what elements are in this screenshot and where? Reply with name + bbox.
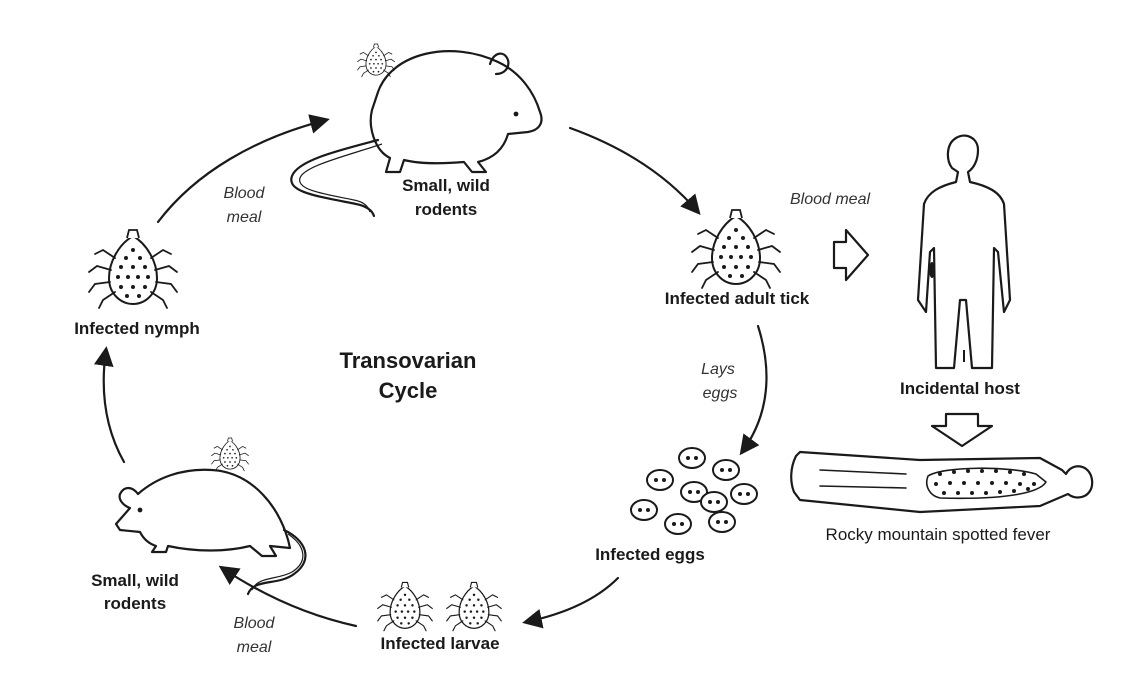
arrow-larvae-to-rodent — [218, 565, 358, 628]
arrow-rodent-to-adult-tick — [568, 126, 701, 216]
blood-meal-label-right: Blood meal — [790, 191, 870, 208]
center-title-line1: Transovarian — [340, 348, 477, 373]
disease-label: Rocky mountain spotted fever — [826, 525, 1051, 544]
hollow-arrow-down — [930, 412, 994, 448]
egg-icon — [730, 483, 758, 505]
center-title-line2: Cycle — [379, 378, 438, 403]
adult-tick-icon — [691, 209, 781, 289]
egg-icon — [712, 459, 740, 481]
egg-icon — [664, 513, 692, 535]
nymph-label: Infected nymph — [74, 319, 200, 338]
human-lying-icon — [790, 450, 1094, 514]
blood-meal-label-top-line2: meal — [227, 209, 262, 226]
rodent-bottom-icon — [114, 468, 307, 596]
egg-icon — [630, 499, 658, 521]
tick-on-bottom-rodent-icon — [211, 437, 249, 472]
blood-meal-label-top-line1: Blood — [224, 185, 266, 202]
rodents-bottom-label-line1: Small, wild — [91, 571, 179, 590]
hollow-arrow-right — [832, 228, 870, 282]
blood-meal-label-bottom-line1: Blood — [234, 615, 276, 632]
egg-icon — [708, 511, 736, 533]
eggs-label: Infected eggs — [595, 545, 705, 564]
rodents-bottom-label-line2: rodents — [104, 594, 166, 613]
rodent-top-icon — [290, 50, 543, 218]
nymph-tick-icon — [88, 229, 178, 309]
arrow-rodent-to-nymph — [93, 346, 126, 464]
larva-icon — [446, 581, 502, 632]
arrow-eggs-to-larvae — [522, 576, 620, 629]
rodents-top-label-line1: Small, wild — [402, 176, 490, 195]
rodents-top-label-line2: rodents — [415, 200, 477, 219]
blood-meal-label-bottom-line2: meal — [237, 639, 272, 656]
arrow-nymph-to-rodent — [156, 114, 330, 224]
arrow-adult-tick-to-eggs — [739, 324, 768, 456]
lays-eggs-label-line2: eggs — [703, 385, 738, 402]
egg-icon — [678, 447, 706, 469]
egg-icon — [646, 469, 674, 491]
lays-eggs-label-line1: Lays — [701, 361, 735, 378]
incidental-host-label: Incidental host — [900, 379, 1020, 398]
egg-cluster — [630, 447, 758, 535]
egg-icon — [700, 491, 728, 513]
human-standing-icon — [916, 134, 1012, 370]
larva-icon — [377, 581, 433, 632]
tick-on-top-rodent-icon — [357, 43, 395, 78]
adult-tick-label: Infected adult tick — [665, 289, 810, 308]
larvae-label: Infected larvae — [380, 634, 499, 653]
